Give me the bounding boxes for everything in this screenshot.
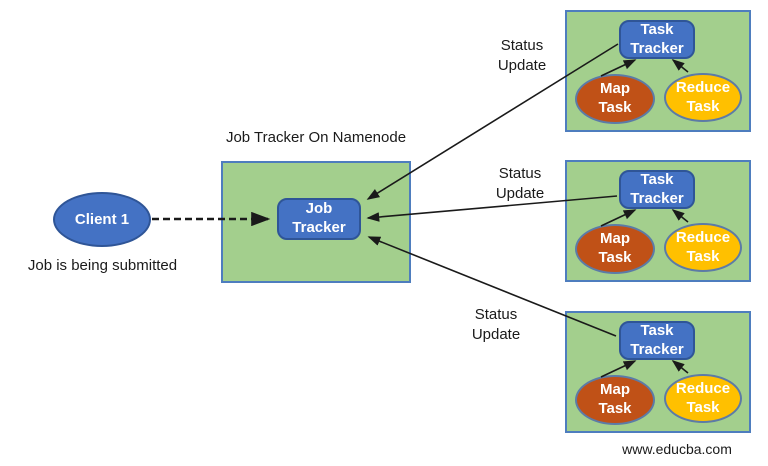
- reduce-task-node-2: Reduce Task: [664, 223, 742, 272]
- task-tracker-node-1: Task Tracker: [619, 20, 695, 59]
- task-tracker-node-2: Task Tracker: [619, 170, 695, 209]
- tasktracker-container-2: Task Tracker Map Task Reduce Task: [565, 160, 751, 282]
- namenode-title: Job Tracker On Namenode: [225, 129, 407, 146]
- job-tracker-node: Job Tracker: [277, 198, 361, 240]
- job-tracker-label: Job Tracker: [292, 200, 346, 236]
- map-task-node-2: Map Task: [575, 224, 655, 274]
- status-update-label-3: Status Update: [471, 306, 521, 343]
- map-task-node-3: Map Task: [575, 375, 655, 425]
- client-label: Client 1: [74, 211, 130, 228]
- client-caption: Job is being submitted: [27, 257, 178, 274]
- map-task-node-1: Map Task: [575, 74, 655, 124]
- client-node: Client 1: [53, 192, 151, 247]
- reduce-task-node-3: Reduce Task: [664, 374, 742, 423]
- status-update-label-2: Status Update: [495, 165, 545, 202]
- tasktracker-container-1: Task Tracker Map Task Reduce Task: [565, 10, 751, 132]
- watermark: www.educba.com: [622, 441, 732, 457]
- status-update-label-1: Status Update: [497, 37, 547, 74]
- reduce-task-node-1: Reduce Task: [664, 73, 742, 122]
- tasktracker-container-3: Task Tracker Map Task Reduce Task: [565, 311, 751, 433]
- task-tracker-node-3: Task Tracker: [619, 321, 695, 360]
